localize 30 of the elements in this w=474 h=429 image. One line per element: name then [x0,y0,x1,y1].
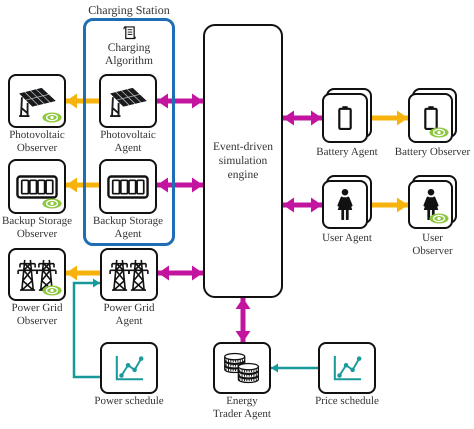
double-arrow [157,94,203,108]
arrow [372,198,408,212]
double-arrow [283,110,322,126]
node-label: Battery Agent [316,146,378,158]
double-arrow [158,266,203,280]
node-label: User Agent [322,232,372,244]
node-label: Backup Storage Agent [92,215,164,240]
node-label: Battery Observer [394,146,470,158]
node-label: Charging Algorithm [104,42,154,68]
arrow [66,94,99,108]
engine-box [203,24,283,298]
arrow [66,266,100,280]
node-label: Power Grid Agent [102,302,156,327]
node-label: Power Grid Observer [10,302,64,327]
node-label: Photovoltaic Agent [99,129,157,154]
double-arrow [157,178,203,192]
node-label: User Observer [411,232,454,257]
node-label: Energy Trader Agent [212,395,272,420]
double-arrow [283,198,322,212]
group-title: Charging Station [88,3,170,17]
node-label: Event-driven simulation engine [212,140,274,182]
double-arrow [236,298,250,342]
node-label: Power schedule [94,395,164,408]
node-label: Photovoltaic Observer [8,129,66,154]
arrow [372,110,408,126]
node-label: Price schedule [315,395,379,408]
arrow [66,178,99,192]
arrow [271,364,318,372]
arrow [72,278,100,378]
node-label: Backup Storage Observer [1,215,73,240]
